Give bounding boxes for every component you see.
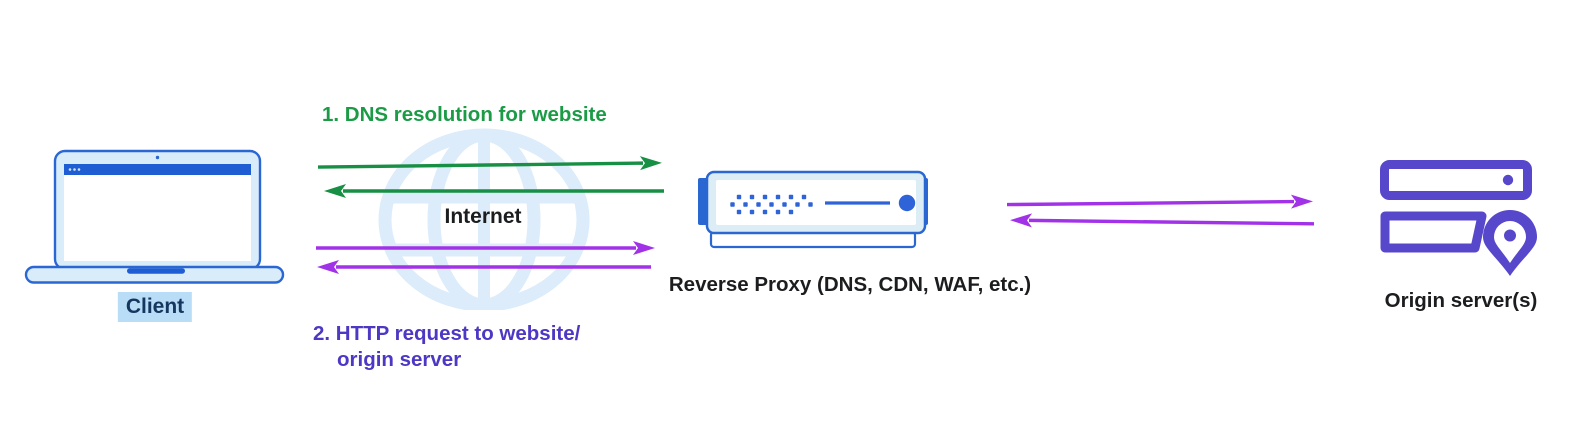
reverse-proxy-label: Reverse Proxy (DNS, CDN, WAF, etc.) [668, 273, 1032, 296]
http-request-arrow [316, 241, 655, 255]
origin-response-arrow [1010, 213, 1315, 228]
appliance-led-dots [730, 194, 813, 215]
step2-line1: 2. HTTP request to website/ [313, 322, 581, 345]
client-laptop-icon [24, 149, 285, 284]
http-response-arrow [317, 260, 651, 274]
appliance-power-dot [898, 194, 916, 212]
location-pin-icon [1483, 210, 1537, 276]
step1-annotation: 1. DNS resolution for website [322, 103, 607, 126]
dns-request-arrow [317, 156, 662, 171]
internet-label: Internet [444, 205, 522, 228]
client-label: Client [117, 292, 193, 323]
reverse-proxy-appliance-icon [698, 170, 928, 249]
browser-titlebar [64, 164, 251, 175]
step2-annotation: 2. HTTP request to website/ origin serve… [313, 321, 580, 373]
dns-response-arrow [324, 184, 664, 198]
globe-watermark-icon [378, 128, 590, 310]
webcam-dot-icon [155, 155, 160, 160]
origin-server-label: Origin server(s) [1384, 289, 1538, 312]
origin-server-stack-icon [1380, 160, 1537, 276]
proxy-forward-request-arrow [1006, 194, 1313, 209]
step2-line2: origin server [337, 348, 462, 371]
